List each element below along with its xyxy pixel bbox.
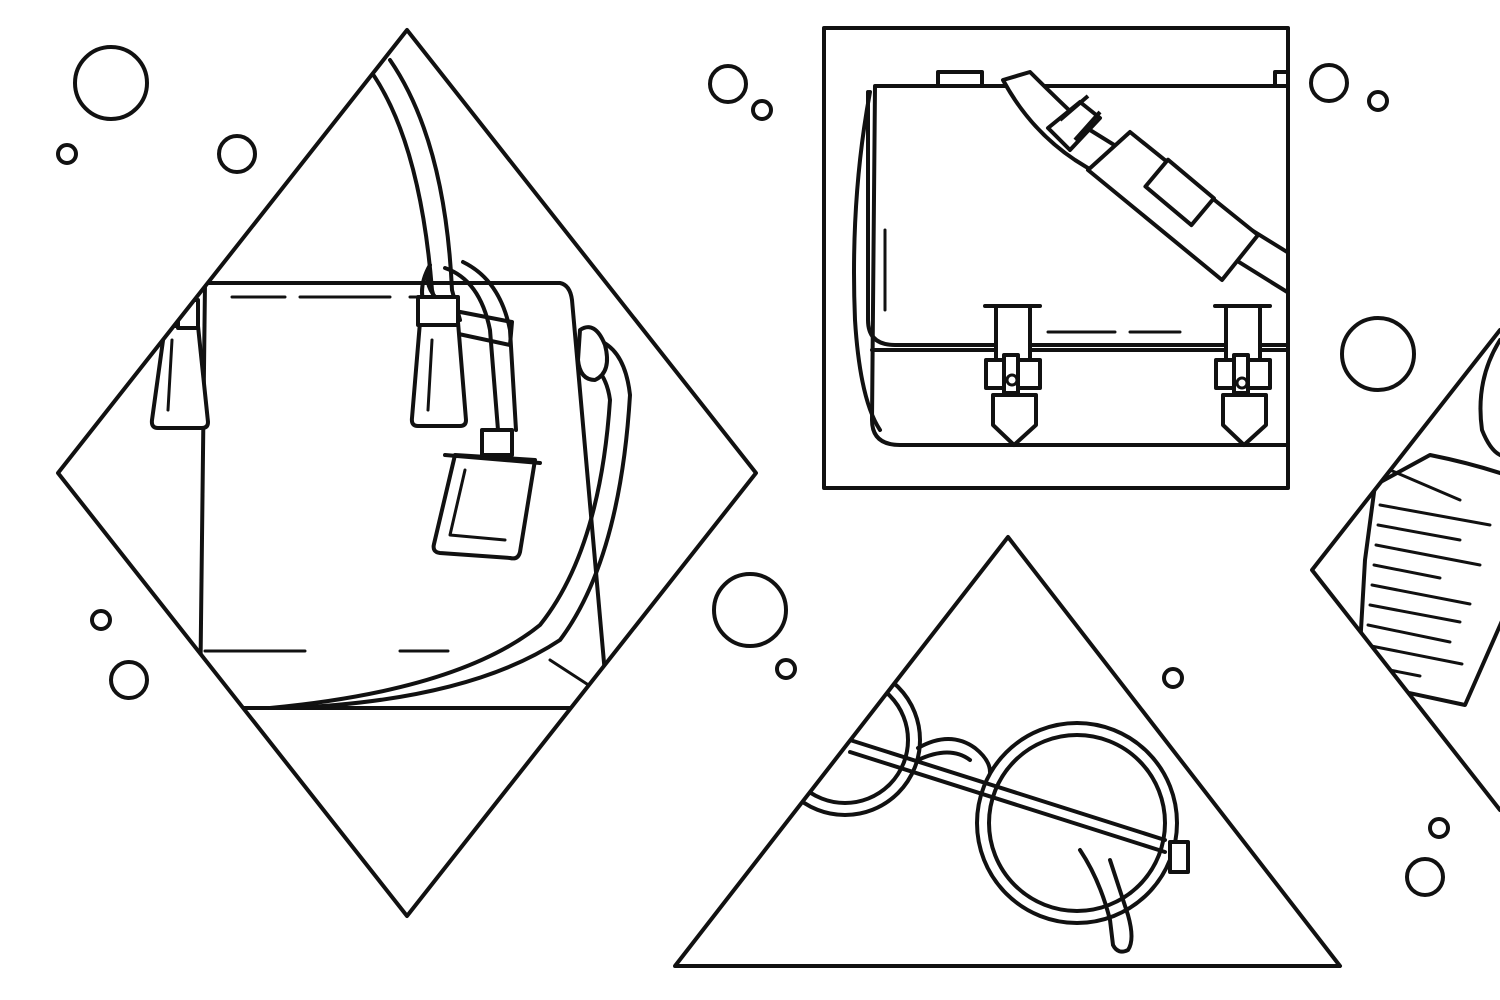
bubble-medium — [708, 64, 748, 104]
bubble-large — [73, 45, 149, 121]
bubble-large — [1340, 316, 1416, 392]
triangle-frame — [673, 535, 1342, 968]
bubble-small — [56, 143, 78, 165]
wrapped-item-icon — [1356, 338, 1500, 707]
glasses-panel — [673, 535, 1342, 968]
wrapped-item-panel — [1310, 328, 1500, 812]
bubble-small — [751, 99, 773, 121]
bubble-medium — [1309, 63, 1349, 103]
diamond-frame — [56, 28, 758, 918]
messenger-bag-panel — [822, 26, 1290, 490]
messenger-bag-icon — [852, 70, 1288, 447]
bubble-small — [1162, 667, 1184, 689]
handbag-panel — [56, 28, 758, 918]
bubble-medium — [217, 134, 257, 174]
handbag-icon — [148, 58, 702, 710]
decorative-circles — [56, 45, 1450, 897]
bubble-small — [90, 609, 112, 631]
bubble-medium — [1405, 857, 1445, 897]
bubble-small — [1428, 817, 1450, 839]
bubble-small — [1367, 90, 1389, 112]
bubble-large — [712, 572, 788, 648]
bubble-small — [775, 658, 797, 680]
round-glasses-icon — [768, 663, 1190, 954]
bubble-medium — [109, 660, 149, 700]
partial-diamond-frame — [1310, 328, 1500, 812]
square-frame — [822, 26, 1290, 490]
